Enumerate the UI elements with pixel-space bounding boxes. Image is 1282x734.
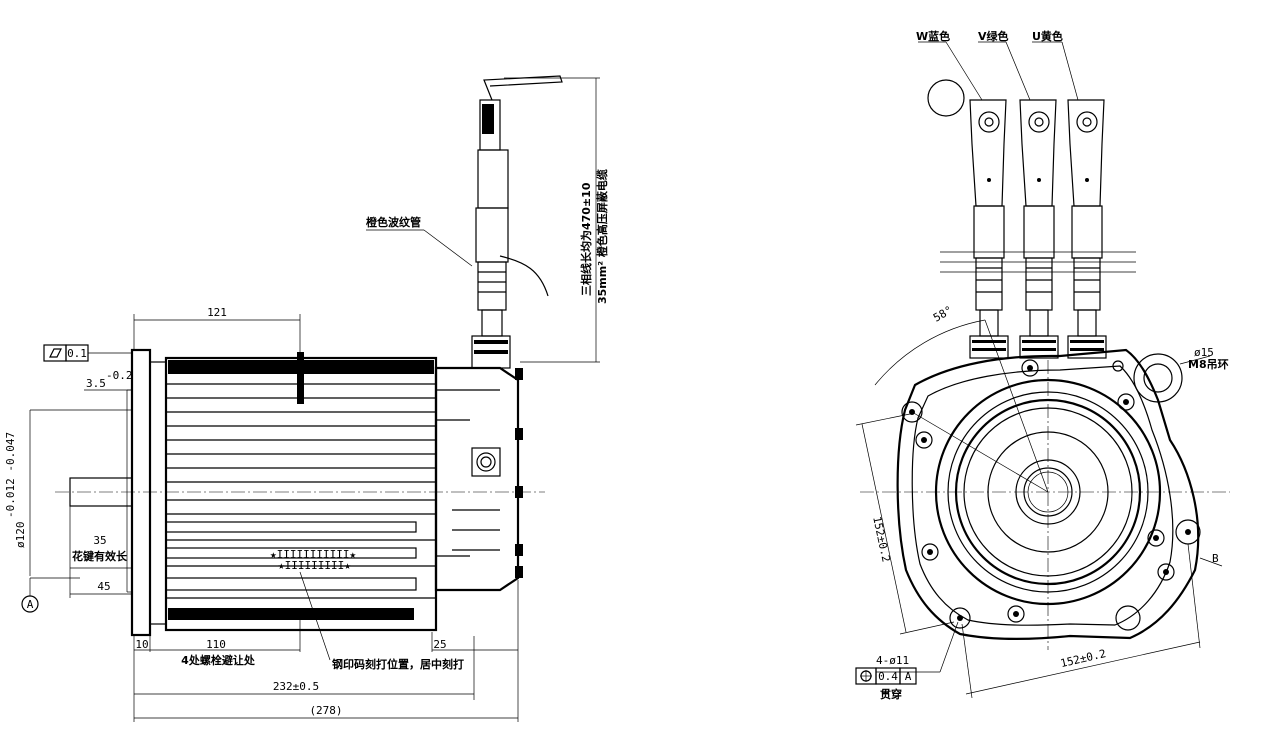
flatness-frame: 0.1 <box>43 344 132 362</box>
phase-leads <box>918 41 1136 359</box>
datum-a-side: A <box>21 577 80 613</box>
dimension-lines-front <box>855 355 1223 699</box>
flange-ring <box>934 378 1162 606</box>
dim-232: 232±0.5 <box>273 680 319 693</box>
dim-35: 35 <box>93 534 106 547</box>
v-phase-label: V绿色 <box>978 29 1009 43</box>
dim-110: 110 <box>206 638 226 651</box>
bolt-holes <box>915 359 1165 623</box>
lead-u <box>1067 99 1107 359</box>
rear-housing <box>434 366 523 592</box>
through-note: 贯穿 <box>880 687 902 701</box>
hole-note: 4-ø11 <box>876 654 909 667</box>
front-view: 0.4 A W蓝色 V绿色 U黄色 58° ø15 M8吊环 152±0.2 1… <box>855 29 1230 701</box>
dim-dia120: ø120 <box>14 522 27 549</box>
angle-arc-58 <box>874 319 986 386</box>
dim-152-vertical: 152±0.2 <box>870 515 892 563</box>
position-frame: 0.4 A <box>855 667 917 685</box>
stamp-marks-bottom: ★IIIIIIIII★ <box>278 559 351 572</box>
cable-note-line2: 35mm² 橙色高压屏蔽电缆 <box>595 169 609 304</box>
gland-nut <box>471 447 501 477</box>
dim-10: 10 <box>135 638 148 651</box>
side-view: A 0.1 <box>4 75 609 722</box>
spline-shaft <box>1023 467 1073 517</box>
stamp-marks-top: ★IIIIIIIIIII★ <box>270 548 356 561</box>
hose-label: 橙色波纹管 <box>366 215 421 229</box>
dim-25: 25 <box>433 638 446 651</box>
position-tol: 0.4 <box>878 670 898 683</box>
key-length-note: 花键有效长 <box>72 549 128 563</box>
bolt-relief-slot <box>297 352 304 404</box>
position-datum: A <box>905 670 912 683</box>
cable-assembly-side <box>471 75 563 369</box>
lifting-ring <box>1133 353 1183 403</box>
bolt-relief-note: 4处螺栓避让处 <box>181 653 256 667</box>
datum-a-label: A <box>27 598 34 611</box>
dim-dia120-tol: -0.012 -0.047 <box>4 432 17 518</box>
motor-body <box>164 352 438 632</box>
w-phase-label: W蓝色 <box>916 29 950 43</box>
flatness-value: 0.1 <box>67 347 87 360</box>
flange-step <box>149 361 167 625</box>
steel-stamp-note: 钢印码刻打位置，居中刻打 <box>332 657 464 671</box>
angle-58: 58° <box>931 303 955 324</box>
dim-45: 45 <box>97 580 110 593</box>
lead-v <box>1019 99 1059 359</box>
u-phase-label: U黄色 <box>1032 29 1063 43</box>
dim-278: (278) <box>309 704 342 717</box>
front-flange <box>130 348 152 637</box>
dimension-lines-side <box>29 77 600 722</box>
cable-note-line1: 三相线长均为470±10 <box>579 182 593 296</box>
dim-121: 121 <box>207 306 227 319</box>
dim-3-5: 3.5 <box>86 377 106 390</box>
dim-3-5-tol: -0.2 <box>106 369 133 382</box>
lead-w <box>969 99 1009 359</box>
dia15-label: ø15 <box>1194 346 1214 359</box>
dim-152-horizontal: 152±0.2 <box>1059 647 1107 670</box>
cable-loop <box>927 79 965 117</box>
housing-outline <box>896 348 1200 640</box>
m8-ring-label: M8吊环 <box>1188 358 1229 371</box>
label-b: B <box>1212 552 1219 565</box>
